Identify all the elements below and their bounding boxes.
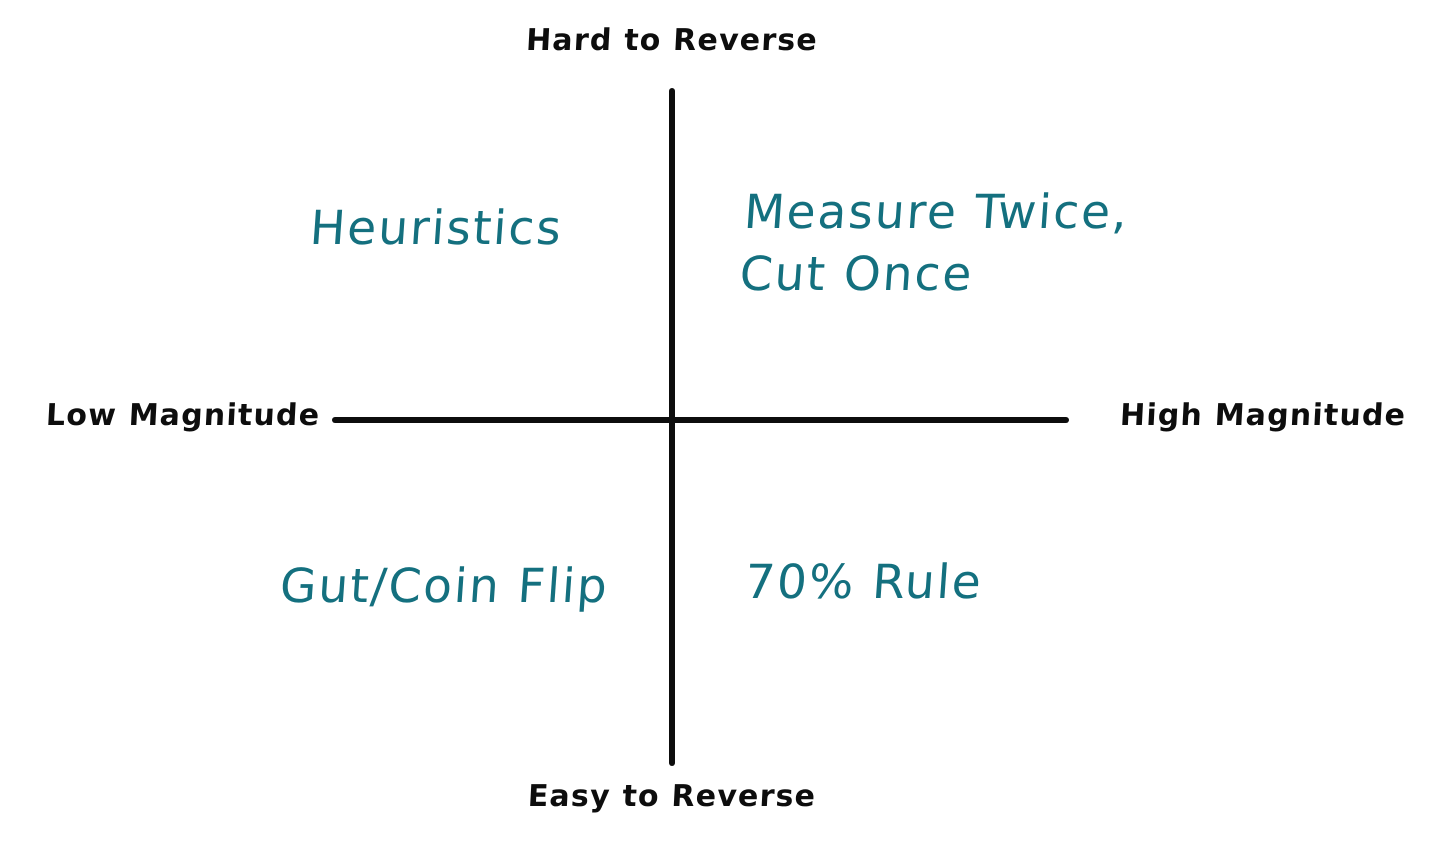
axis-label-easy-to-reverse: Easy to Reverse [526, 779, 818, 814]
vertical-axis-line [669, 88, 675, 766]
quadrant-label-heuristics: Heuristics [308, 201, 565, 256]
axis-label-high-magnitude: High Magnitude [1119, 398, 1408, 433]
axis-label-low-magnitude: Low Magnitude [44, 398, 321, 433]
quadrant-label-measure-twice-cut-once: Measure Twice, Cut Once [737, 185, 1131, 303]
horizontal-axis-line [332, 417, 1069, 423]
quadrant-label-70-percent-rule: 70% Rule [743, 555, 985, 610]
quadrant-label-gut-coin-flip: Gut/Coin Flip [278, 559, 611, 614]
axis-label-hard-to-reverse: Hard to Reverse [525, 23, 819, 58]
